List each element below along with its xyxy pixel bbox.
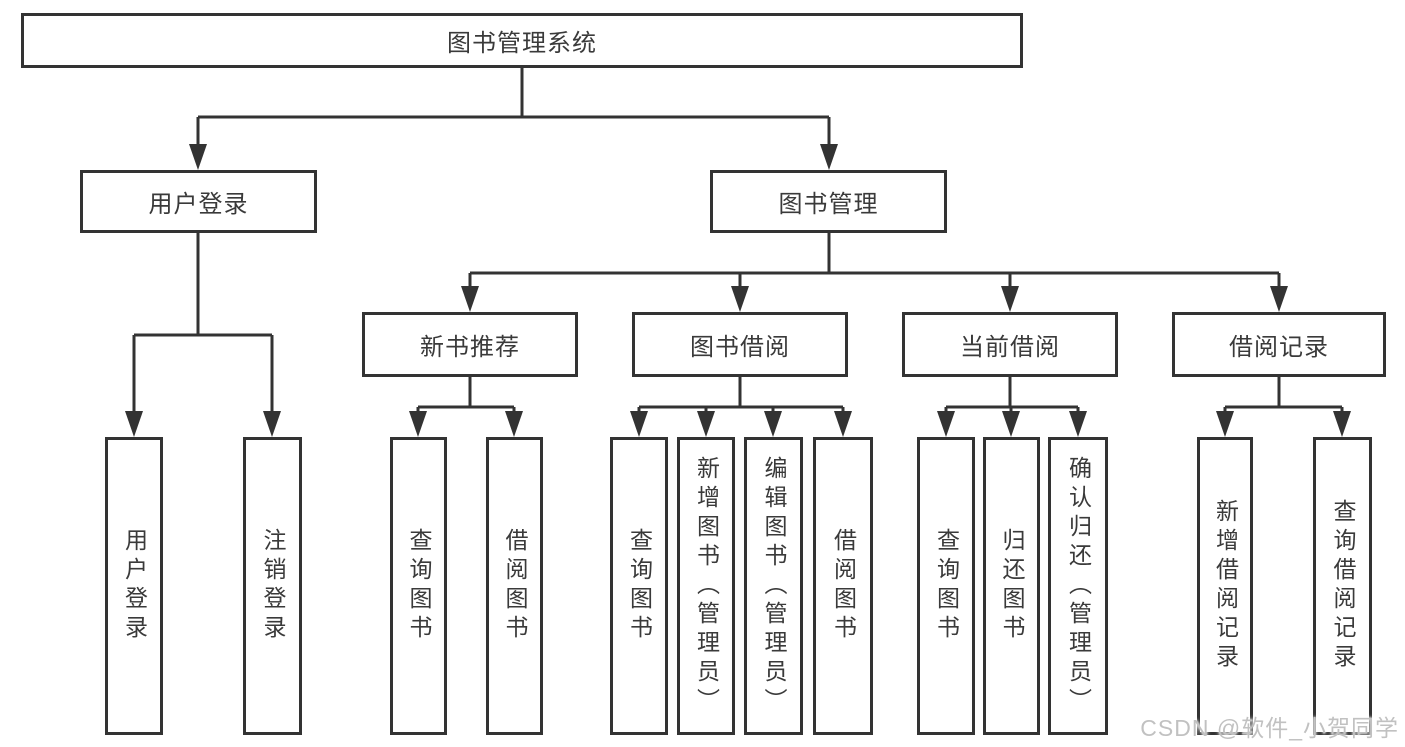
arrow-down-icon xyxy=(1001,286,1019,312)
node-label: 图书管理系统 xyxy=(447,30,597,57)
arrow-down-icon xyxy=(505,411,523,437)
node-label: 注销登录 xyxy=(260,528,286,644)
node-leaf-query-books-3: 查询图书 xyxy=(917,437,975,735)
arrow-down-icon xyxy=(834,411,852,437)
node-user-login: 用户登录 xyxy=(80,170,317,233)
node-current-borrow: 当前借阅 xyxy=(902,312,1118,377)
node-label: 用户登录 xyxy=(121,528,148,644)
node-leaf-user-login: 用户登录 xyxy=(105,437,163,735)
node-new-book-recommend: 新书推荐 xyxy=(362,312,578,377)
node-borrow-records: 借阅记录 xyxy=(1172,312,1386,377)
connector-new-book-children xyxy=(416,377,516,419)
arrow-down-icon xyxy=(820,144,838,170)
arrow-down-icon xyxy=(630,411,648,437)
arrow-down-icon xyxy=(189,144,207,170)
node-label: 当前借阅 xyxy=(960,334,1060,361)
node-label: 图书借阅 xyxy=(690,334,790,361)
node-book-management: 图书管理 xyxy=(710,170,947,233)
arrow-down-icon xyxy=(764,411,782,437)
node-label: 新增图书（管理员） xyxy=(693,455,720,717)
node-label: 用户登录 xyxy=(148,191,249,218)
node-label: 借阅图书 xyxy=(502,528,528,644)
node-label: 查询借阅记录 xyxy=(1330,499,1356,673)
node-leaf-edit-books-admin: 编辑图书（管理员） xyxy=(744,437,803,735)
node-label: 查询图书 xyxy=(406,528,432,644)
arrowheads xyxy=(125,144,1351,437)
node-label: 新书推荐 xyxy=(420,334,520,361)
node-leaf-query-books-1: 查询图书 xyxy=(390,437,447,735)
node-leaf-confirm-return-admin: 确认归还（管理员） xyxy=(1048,437,1108,735)
node-label: 归还图书 xyxy=(999,528,1025,644)
node-leaf-query-borrow-record: 查询借阅记录 xyxy=(1313,437,1372,735)
node-leaf-borrow-books-1: 借阅图书 xyxy=(486,437,543,735)
connector-root-to-level2 xyxy=(196,68,831,150)
node-label: 查询图书 xyxy=(626,528,653,644)
node-root-system: 图书管理系统 xyxy=(21,13,1023,68)
arrow-down-icon xyxy=(1002,411,1020,437)
csdn-watermark: CSDN @软件_小贺同学 xyxy=(1140,715,1399,741)
connector-book-borrow-children xyxy=(637,377,845,419)
arrow-down-icon xyxy=(731,286,749,312)
node-label: 借阅记录 xyxy=(1229,334,1329,361)
node-leaf-add-books-admin: 新增图书（管理员） xyxy=(677,437,735,735)
node-leaf-query-books-2: 查询图书 xyxy=(610,437,668,735)
node-leaf-return-books: 归还图书 xyxy=(983,437,1040,735)
arrow-down-icon xyxy=(697,411,715,437)
arrow-down-icon xyxy=(461,286,479,312)
arrow-down-icon xyxy=(1216,411,1234,437)
node-label: 确认归还（管理员） xyxy=(1065,455,1092,717)
arrow-down-icon xyxy=(125,411,143,437)
node-leaf-add-borrow-record: 新增借阅记录 xyxy=(1197,437,1253,735)
node-book-borrow: 图书借阅 xyxy=(632,312,848,377)
node-label: 新增借阅记录 xyxy=(1212,499,1239,673)
node-label: 借阅图书 xyxy=(830,528,857,644)
arrow-down-icon xyxy=(1333,411,1351,437)
connector-user-login-children xyxy=(132,233,274,415)
arrow-down-icon xyxy=(1270,286,1288,312)
node-label: 图书管理 xyxy=(778,191,879,218)
arrow-down-icon xyxy=(937,411,955,437)
arrow-down-icon xyxy=(409,411,427,437)
arrow-down-icon xyxy=(1069,411,1087,437)
arrow-down-icon xyxy=(263,411,281,437)
connector-book-mgmt-children xyxy=(468,233,1281,292)
connector-borrow-records-children xyxy=(1223,377,1344,419)
node-leaf-logout: 注销登录 xyxy=(243,437,302,735)
node-leaf-borrow-books-2: 借阅图书 xyxy=(813,437,873,735)
node-label: 查询图书 xyxy=(933,528,960,644)
node-label: 编辑图书（管理员） xyxy=(761,455,787,717)
